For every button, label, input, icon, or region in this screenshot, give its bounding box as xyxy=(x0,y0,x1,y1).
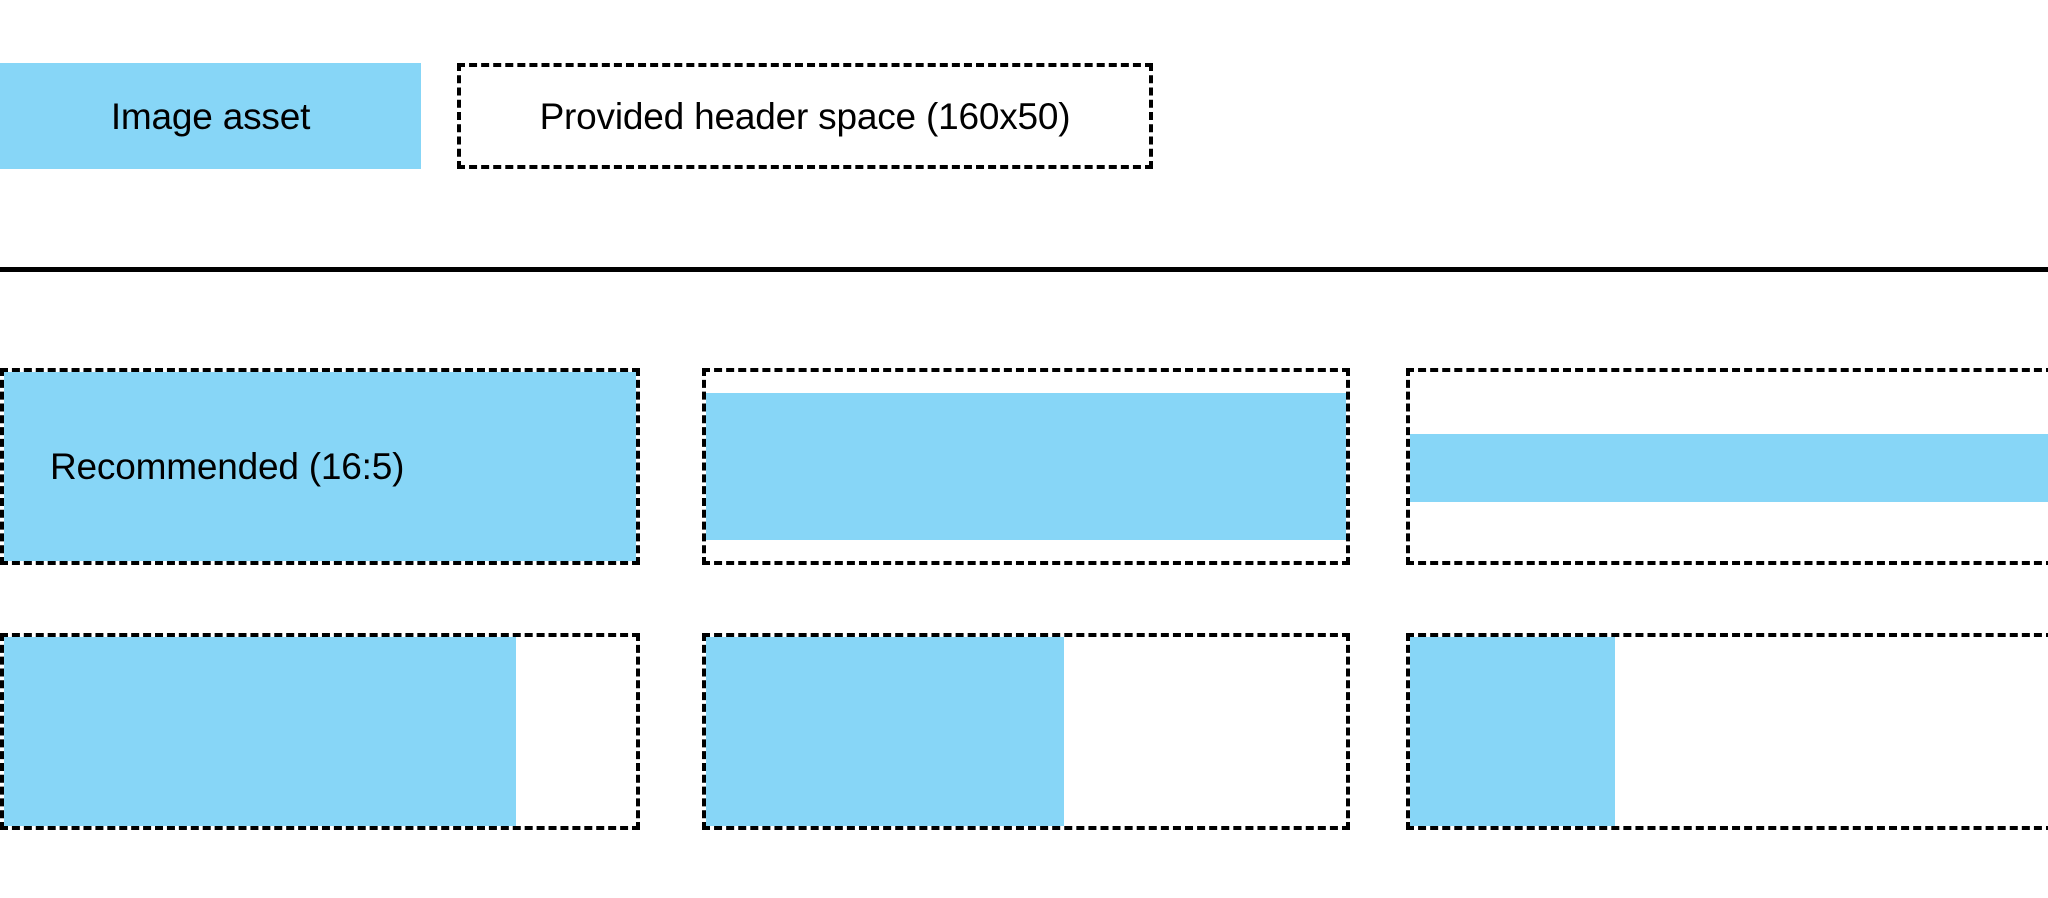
legend-header-space-outline: Provided header space (160x50) xyxy=(457,63,1153,169)
sample-row: Recommended (16:5) xyxy=(0,368,2048,565)
sample-grid: Recommended (16:5) xyxy=(0,368,2048,898)
legend: Image asset Provided header space (160x5… xyxy=(0,63,1153,169)
sample-fill xyxy=(706,392,1346,541)
sample-fill xyxy=(4,637,516,826)
sample-row xyxy=(0,633,2048,830)
legend-image-asset-swatch: Image asset xyxy=(0,63,421,169)
sample-cell: Recommended (16:5) xyxy=(0,368,640,565)
legend-image-asset-label: Image asset xyxy=(110,95,311,137)
sample-cell xyxy=(1406,368,2048,565)
section-divider xyxy=(0,267,2048,272)
legend-header-space-label: Provided header space (160x50) xyxy=(539,95,1071,137)
sample-cell-label: Recommended (16:5) xyxy=(50,446,405,487)
sample-fill xyxy=(1410,637,1615,826)
sample-cell xyxy=(702,633,1350,830)
sample-fill xyxy=(1410,434,2048,503)
sample-fill xyxy=(4,372,636,561)
sample-cell xyxy=(702,368,1350,565)
sample-cell xyxy=(1406,633,2048,830)
sample-fill xyxy=(706,637,1065,826)
sample-cell xyxy=(0,633,640,830)
legend-spacer xyxy=(421,63,457,169)
